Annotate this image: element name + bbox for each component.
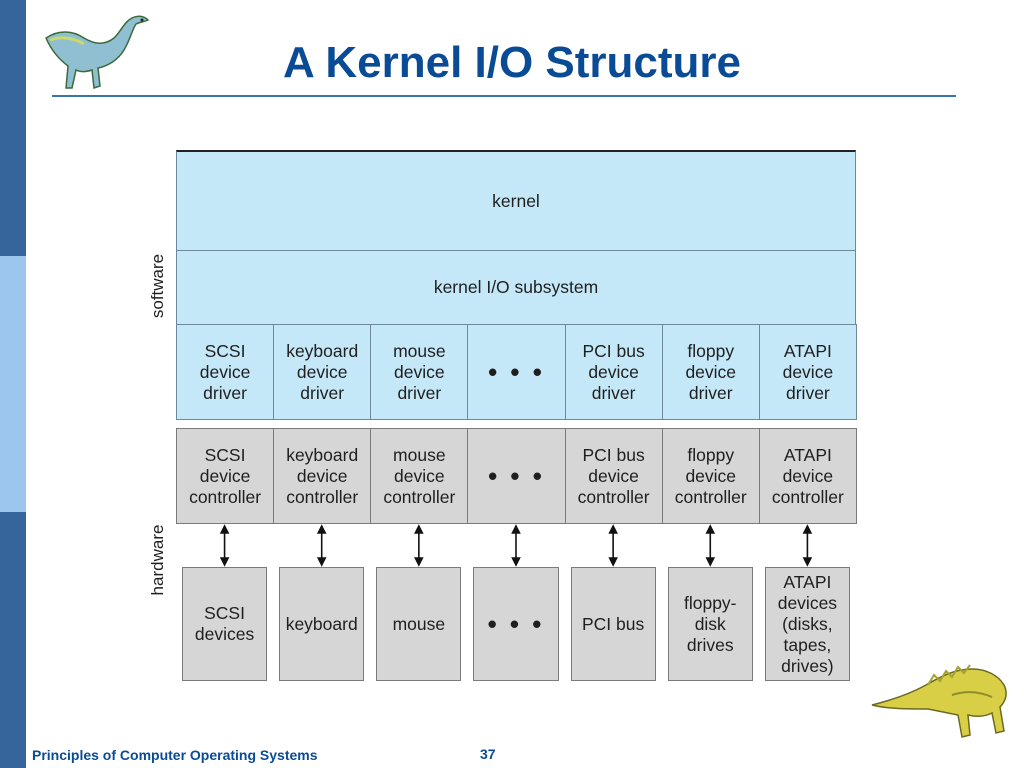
page-number: 37	[480, 746, 496, 762]
device-box-5: PCI bus	[570, 567, 656, 681]
kernel-io-subsystem-box: kernel I/O subsystem	[176, 250, 856, 325]
kernel-box: kernel	[176, 150, 856, 251]
driver-box-4: • • •	[467, 324, 566, 420]
title-divider	[52, 95, 956, 97]
side-bar-top	[0, 0, 26, 256]
controller-box-4: • • •	[467, 428, 566, 524]
page-title: A Kernel I/O Structure	[282, 38, 742, 87]
side-bar-middle	[0, 256, 26, 512]
side-bar-bottom	[0, 512, 26, 768]
device-box-2: keyboard	[279, 567, 365, 681]
device-box-3: mouse	[376, 567, 462, 681]
dinosaur-top-icon	[45, 15, 150, 90]
footer-course-title: Principles of Computer Operating Systems	[32, 747, 318, 763]
dinosaur-bottom-icon	[871, 664, 1007, 738]
device-box-4: • • •	[473, 567, 559, 681]
